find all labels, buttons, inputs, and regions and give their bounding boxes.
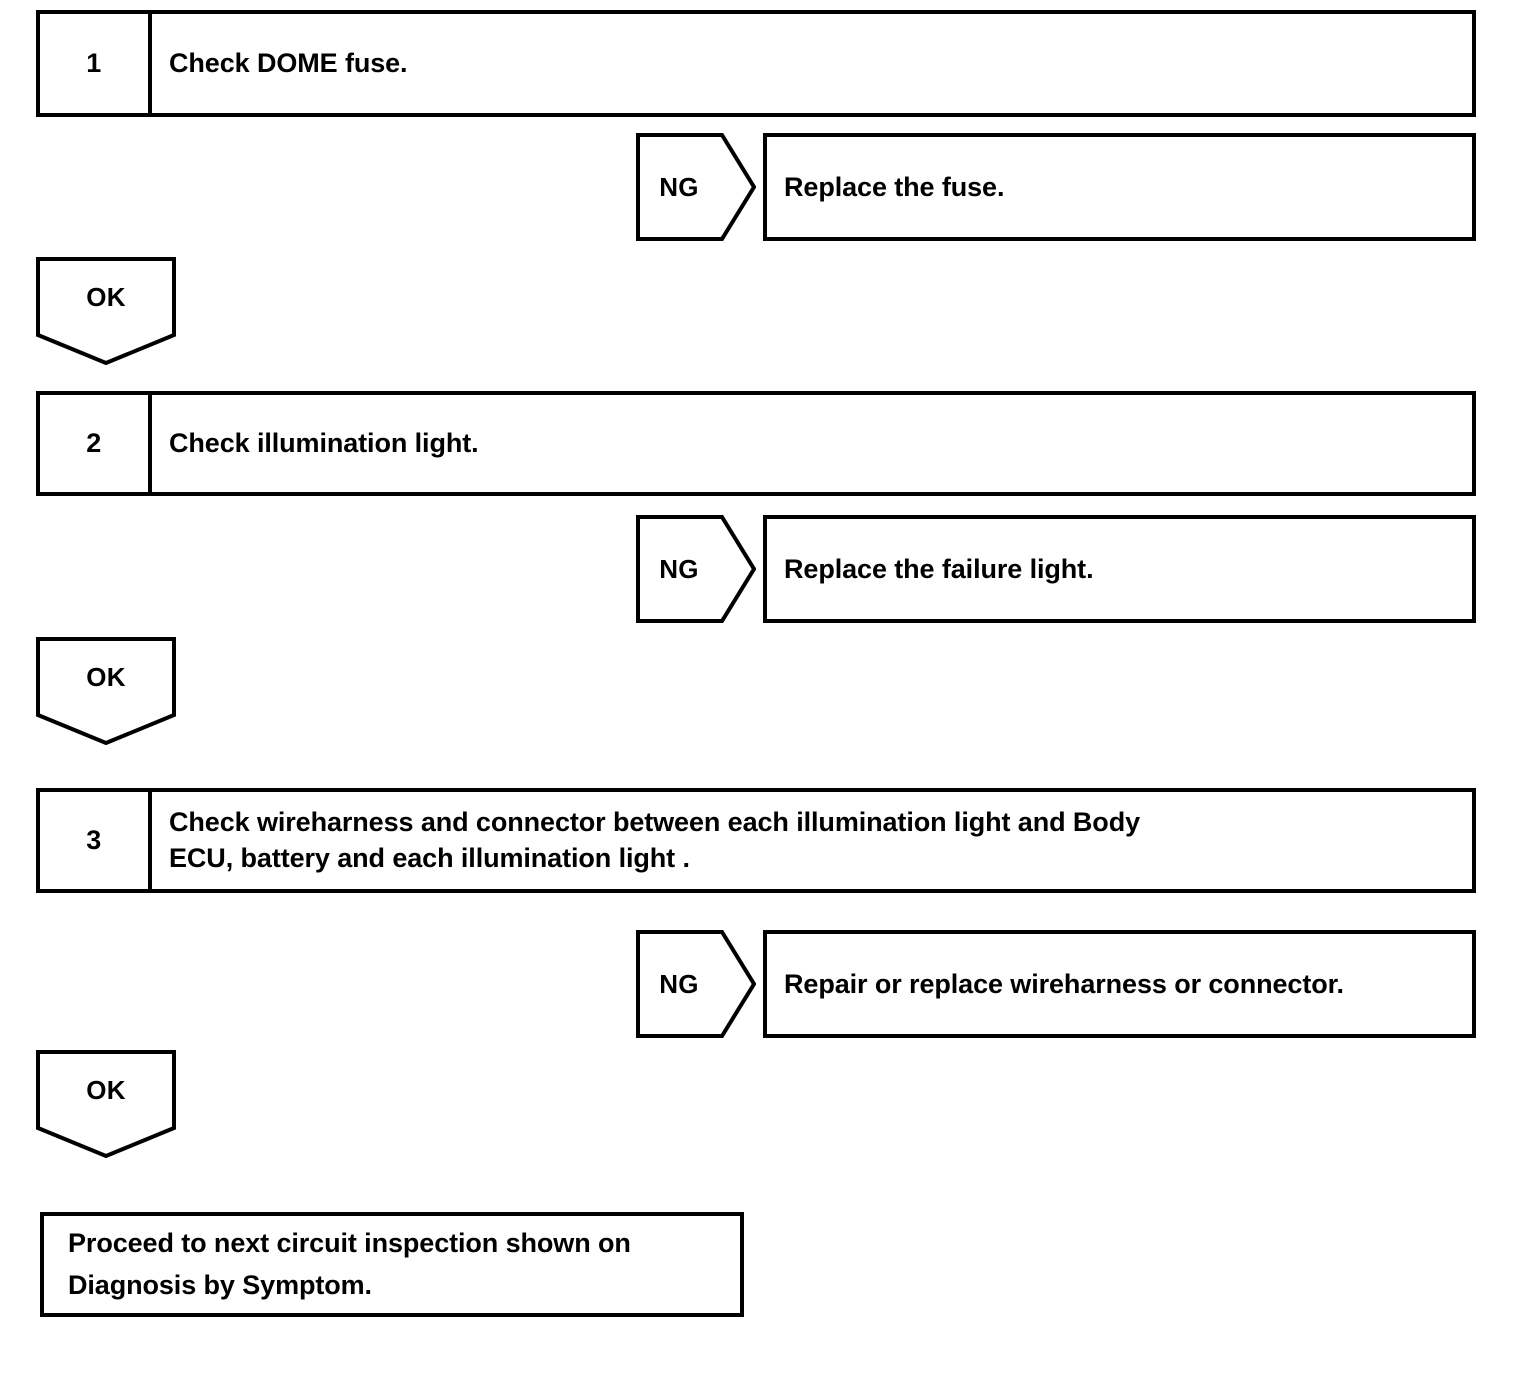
- ok-chevron-icon: [36, 1050, 176, 1158]
- ng-chevron-icon: [636, 930, 756, 1038]
- ok-arrow-3: OK: [36, 1050, 176, 1158]
- step-text-3-line2: ECU, battery and each illumination light…: [169, 842, 690, 873]
- ok-chevron-icon: [36, 257, 176, 365]
- ng-chevron-icon: [636, 133, 756, 241]
- ok-chevron-icon: [36, 637, 176, 745]
- step-number-3: 3: [40, 792, 152, 889]
- ng-result-box-2[interactable]: Replace the failure light.: [763, 515, 1476, 623]
- step-box-3[interactable]: 3 Check wireharness and connector betwee…: [36, 788, 1476, 893]
- step-box-2[interactable]: 2 Check illumination light.: [36, 391, 1476, 496]
- ok-arrow-label-1: OK: [86, 281, 126, 312]
- ng-arrow-label-2: NG: [659, 553, 699, 584]
- step-number-2: 2: [40, 395, 152, 492]
- step-box-1[interactable]: 1 Check DOME fuse.: [36, 10, 1476, 117]
- ok-arrow-2: OK: [36, 637, 176, 745]
- ng-result-box-3[interactable]: Repair or replace wireharness or connect…: [763, 930, 1476, 1038]
- final-outcome-line2: Diagnosis by Symptom.: [68, 1269, 372, 1300]
- step-text-3: Check wireharness and connector between …: [152, 792, 1472, 889]
- final-outcome-line1: Proceed to next circuit inspection shown…: [68, 1227, 631, 1258]
- ng-chevron-icon: [636, 515, 756, 623]
- ng-arrow-1: NG: [636, 133, 756, 241]
- ok-arrow-1: OK: [36, 257, 176, 365]
- ng-arrow-3: NG: [636, 930, 756, 1038]
- step-text-2: Check illumination light.: [169, 428, 479, 459]
- step-text-1: Check DOME fuse.: [169, 48, 408, 79]
- ng-result-box-1[interactable]: Replace the fuse.: [763, 133, 1476, 241]
- step-number-1: 1: [40, 14, 152, 113]
- step-text-3-line1: Check wireharness and connector between …: [169, 806, 1140, 837]
- final-outcome-box[interactable]: Proceed to next circuit inspection shown…: [40, 1212, 744, 1317]
- ok-arrow-label-3: OK: [86, 1074, 126, 1105]
- ok-arrow-label-2: OK: [86, 661, 126, 692]
- ng-arrow-label-1: NG: [659, 171, 699, 202]
- ng-arrow-label-3: NG: [659, 968, 699, 999]
- ng-arrow-2: NG: [636, 515, 756, 623]
